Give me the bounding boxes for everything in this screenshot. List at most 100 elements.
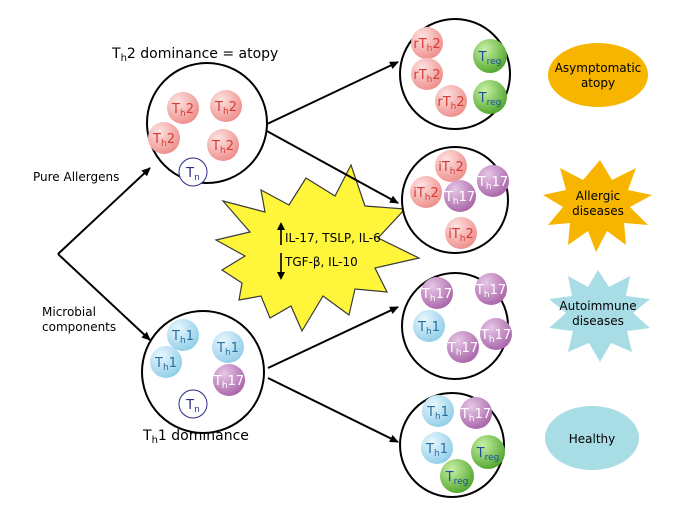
cell-th1: Th1 <box>212 331 244 363</box>
th1-dominance-label: Th1 dominance <box>142 428 249 446</box>
microbial-label-line2: components <box>42 320 116 334</box>
asymptomatic-label-line2: atopy <box>581 76 615 90</box>
cell-treg: Treg <box>471 435 505 469</box>
cell-tn-body <box>178 389 208 419</box>
arrow-th1-to-healthy <box>267 377 399 443</box>
cell-th17: Th17 <box>477 165 509 197</box>
cell-th1-label: Th1 <box>171 329 194 346</box>
outcome-arrows <box>264 61 399 443</box>
cell-th1-body <box>422 395 454 427</box>
cell-th1: Th1 <box>413 310 445 342</box>
cell-ith2-body <box>435 150 467 182</box>
healthy-label: Healthy <box>569 432 616 446</box>
cell-th17: Th17 <box>447 331 479 363</box>
cell-th17-label: Th17 <box>447 341 478 358</box>
cell-th17-body <box>477 165 509 197</box>
cytokine-burst <box>214 163 421 333</box>
cell-treg: Treg <box>473 80 507 114</box>
cell-tn-label: Tn <box>185 166 200 183</box>
allergic-label-line1: Allergic <box>576 189 621 203</box>
cell-th2-label: Th2 <box>211 139 234 156</box>
cell-th1-label: Th1 <box>425 442 448 459</box>
cell-th1-body <box>212 331 244 363</box>
cell-rth2: rTh2 <box>411 58 443 90</box>
cell-th2: Th2 <box>210 90 242 122</box>
cell-rth2: rTh2 <box>435 85 467 117</box>
left-arrows <box>57 167 151 341</box>
arrow-to-th2-group <box>57 167 151 255</box>
cell-tn: Tn <box>178 157 208 187</box>
cell-treg-body <box>473 39 507 73</box>
asymptomatic-atopy-ellipse <box>548 43 648 107</box>
cell-th17: Th17 <box>444 180 476 212</box>
cell-ith2: iTh2 <box>435 150 467 182</box>
cell-th2: Th2 <box>148 122 180 154</box>
cell-treg: Treg <box>440 459 474 493</box>
cell-rth2-label: rTh2 <box>437 95 464 112</box>
cell-th2-label: Th2 <box>214 100 237 117</box>
cell-th17-label: Th17 <box>475 283 506 300</box>
cell-th2: Th2 <box>207 129 239 161</box>
cell-rth2-body <box>435 85 467 117</box>
healthy-ellipse <box>545 406 639 470</box>
cell-treg-body <box>473 80 507 114</box>
burst-cytokines-up: IL-17, TSLP, IL-6 <box>285 231 381 245</box>
cell-treg-label: Treg <box>478 50 502 67</box>
cell-rth2-body <box>411 58 443 90</box>
cell-th17: Th17 <box>421 277 453 309</box>
cell-th17: Th17 <box>460 397 492 429</box>
cell-th2-label: Th2 <box>171 102 194 119</box>
cell-th2: Th2 <box>167 92 199 124</box>
cell-tn-body <box>178 157 208 187</box>
cell-th17-body <box>475 273 507 305</box>
cell-th17-body <box>421 277 453 309</box>
cell-th17-body <box>480 318 512 350</box>
cell-th17-body <box>460 397 492 429</box>
cell-ith2-body <box>445 217 477 249</box>
cell-th1: Th1 <box>167 319 199 351</box>
cell-treg-body <box>471 435 505 469</box>
cell-th17: Th17 <box>480 318 512 350</box>
cell-rth2-label: rTh2 <box>413 37 440 54</box>
cell-th17-label: Th17 <box>480 328 511 345</box>
allergic-diseases-star <box>543 160 652 252</box>
cell-rth2-body <box>411 27 443 59</box>
th2-source-group <box>146 62 268 184</box>
cell-th1-label: Th1 <box>426 405 449 422</box>
cell-rth2-label: rTh2 <box>413 68 440 85</box>
cell-th2-body <box>167 92 199 124</box>
autoimmune-diseases-burst <box>549 270 650 362</box>
th2-dominance-label: Th2 dominance = atopy <box>111 46 278 64</box>
autoimmune-label-line2: diseases <box>572 314 624 328</box>
cell-th1: Th1 <box>150 346 182 378</box>
cell-th17: Th17 <box>475 273 507 305</box>
arrow-th2-to-allergic <box>264 129 399 204</box>
allergic-label-line2: diseases <box>572 204 624 218</box>
cell-ith2-label: iTh2 <box>438 160 464 177</box>
cell-th1-body <box>413 310 445 342</box>
cell-th17-label: Th17 <box>421 287 452 304</box>
cell-th17-body <box>444 180 476 212</box>
cell-th17-body <box>447 331 479 363</box>
cell-ith2-body <box>410 176 442 208</box>
cell-th1-label: Th1 <box>216 341 239 358</box>
cell-th1: Th1 <box>422 395 454 427</box>
pure-allergens-label: Pure Allergens <box>33 170 119 184</box>
cell-ith2-label: iTh2 <box>448 227 474 244</box>
microbial-label-line1: Microbial <box>42 305 96 319</box>
cell-th2-body <box>207 129 239 161</box>
arrow-to-th1-group <box>57 253 151 341</box>
cell-th17-body <box>213 364 245 396</box>
cell-th2-body <box>210 90 242 122</box>
cell-tn: Tn <box>178 389 208 419</box>
cell-th1-body <box>150 346 182 378</box>
cell-th1-body <box>167 319 199 351</box>
cell-th1-label: Th1 <box>417 320 440 337</box>
arrow-th2-to-asymptomatic <box>264 61 399 126</box>
cell-th17-label: Th17 <box>213 374 244 391</box>
cell-th17: Th17 <box>213 364 245 396</box>
cell-th2-body <box>148 122 180 154</box>
cell-treg-body <box>440 459 474 493</box>
cell-th1-label: Th1 <box>154 356 177 373</box>
